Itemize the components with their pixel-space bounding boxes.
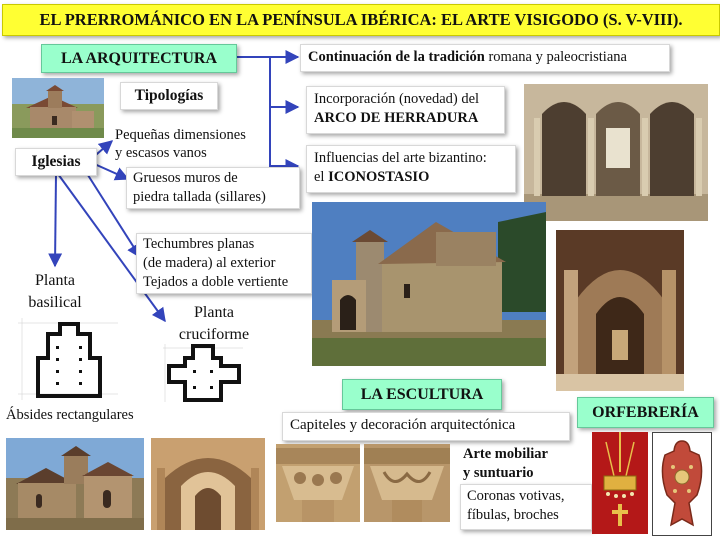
point-herradura: Incorporación (novedad) del ARCO DE HERR… bbox=[306, 86, 505, 134]
arrow-cruciforme bbox=[57, 173, 166, 323]
tipologias-label: Tipologías bbox=[120, 82, 218, 110]
iglesias-label: Iglesias bbox=[15, 148, 97, 176]
mobiliar-label: Arte mobiliar y suntuario bbox=[463, 445, 579, 483]
basilical-plan-diagram bbox=[18, 318, 118, 400]
feature-pequenas-line2: y escasos vanos bbox=[115, 145, 207, 161]
escultura-label: LA ESCULTURA bbox=[342, 379, 502, 410]
church-interior-photo bbox=[151, 438, 265, 530]
feature-gruesos: Gruesos muros de piedra tallada (sillare… bbox=[126, 167, 300, 209]
orfebreria-items-line2: fíbulas, broches bbox=[467, 507, 559, 523]
mobiliar-line1: Arte mobiliar bbox=[463, 446, 548, 462]
planta-basilical-label: Planta basilical bbox=[18, 270, 92, 314]
point-iconostasio-bold: ICONOSTASIO bbox=[328, 169, 430, 185]
arrow-herradura bbox=[236, 56, 300, 114]
horseshoe-arches-photo bbox=[524, 84, 708, 221]
point-tradicion: Continuación de la tradición romana y pa… bbox=[300, 44, 670, 72]
church-thumbnail-photo bbox=[12, 78, 104, 138]
feature-techumbres-line1: Techumbres planas bbox=[143, 236, 255, 252]
planta-basilical-line1: Planta bbox=[35, 272, 75, 289]
orfebreria-items: Coronas votivas, fíbulas, broches bbox=[460, 484, 592, 530]
nave-interior-photo bbox=[556, 230, 684, 391]
planta-cruciforme-line1: Planta bbox=[194, 304, 234, 321]
arquitectura-label: LA ARQUITECTURA bbox=[41, 44, 237, 73]
feature-techumbres-line2: (de madera) al exterior bbox=[143, 255, 276, 271]
point-iconostasio-prefix: el bbox=[314, 169, 329, 185]
planta-cruciforme-label: Planta cruciforme bbox=[164, 302, 264, 346]
point-tradicion-bold: Continuación de la tradición bbox=[308, 49, 485, 65]
feature-techumbres: Techumbres planas (de madera) al exterio… bbox=[136, 233, 312, 294]
feature-gruesos-line1: Gruesos muros de bbox=[133, 170, 238, 186]
point-tradicion-rest: romana y paleocristiana bbox=[484, 49, 627, 65]
feature-gruesos-line2: piedra tallada (sillares) bbox=[133, 189, 266, 205]
capital-photo-2 bbox=[364, 444, 450, 522]
eagle-fibula-photo bbox=[652, 432, 712, 536]
arrow-basilical bbox=[48, 173, 63, 268]
page-title: EL PRERROMÁNICO EN LA PENÍNSULA IBÉRICA:… bbox=[2, 4, 720, 36]
capiteles-label: Capiteles y decoración arquitectónica bbox=[282, 412, 570, 441]
point-herradura-bold: ARCO DE HERRADURA bbox=[314, 110, 479, 126]
absides-label: Ábsides rectangulares bbox=[6, 407, 134, 423]
orfebreria-items-line1: Coronas votivas, bbox=[467, 488, 565, 504]
arrow-iconostasio bbox=[269, 107, 300, 173]
point-iconostasio: Influencias del arte bizantino: el ICONO… bbox=[306, 145, 516, 193]
planta-basilical-line2: basilical bbox=[28, 294, 82, 311]
planta-cruciforme-line2: cruciforme bbox=[178, 326, 250, 343]
arrow-techumbres bbox=[85, 171, 141, 259]
capital-photo-1 bbox=[276, 444, 360, 522]
point-herradura-line1: Incorporación (novedad) del bbox=[314, 91, 480, 107]
feature-techumbres-line3: Tejados a doble vertiente bbox=[143, 274, 289, 290]
point-iconostasio-line1: Influencias del arte bizantino: bbox=[314, 150, 487, 166]
feature-pequenas: Pequeñas dimensiones y escasos vanos bbox=[115, 126, 285, 162]
visigothic-church-photo bbox=[312, 202, 546, 366]
mobiliar-line2: y suntuario bbox=[463, 465, 534, 481]
church-exterior-photo bbox=[6, 438, 144, 530]
feature-pequenas-line1: Pequeñas dimensiones bbox=[115, 127, 246, 143]
orfebreria-label: ORFEBRERÍA bbox=[577, 397, 714, 428]
votive-crown-photo bbox=[592, 432, 648, 534]
cruciforme-plan-diagram bbox=[163, 344, 243, 402]
